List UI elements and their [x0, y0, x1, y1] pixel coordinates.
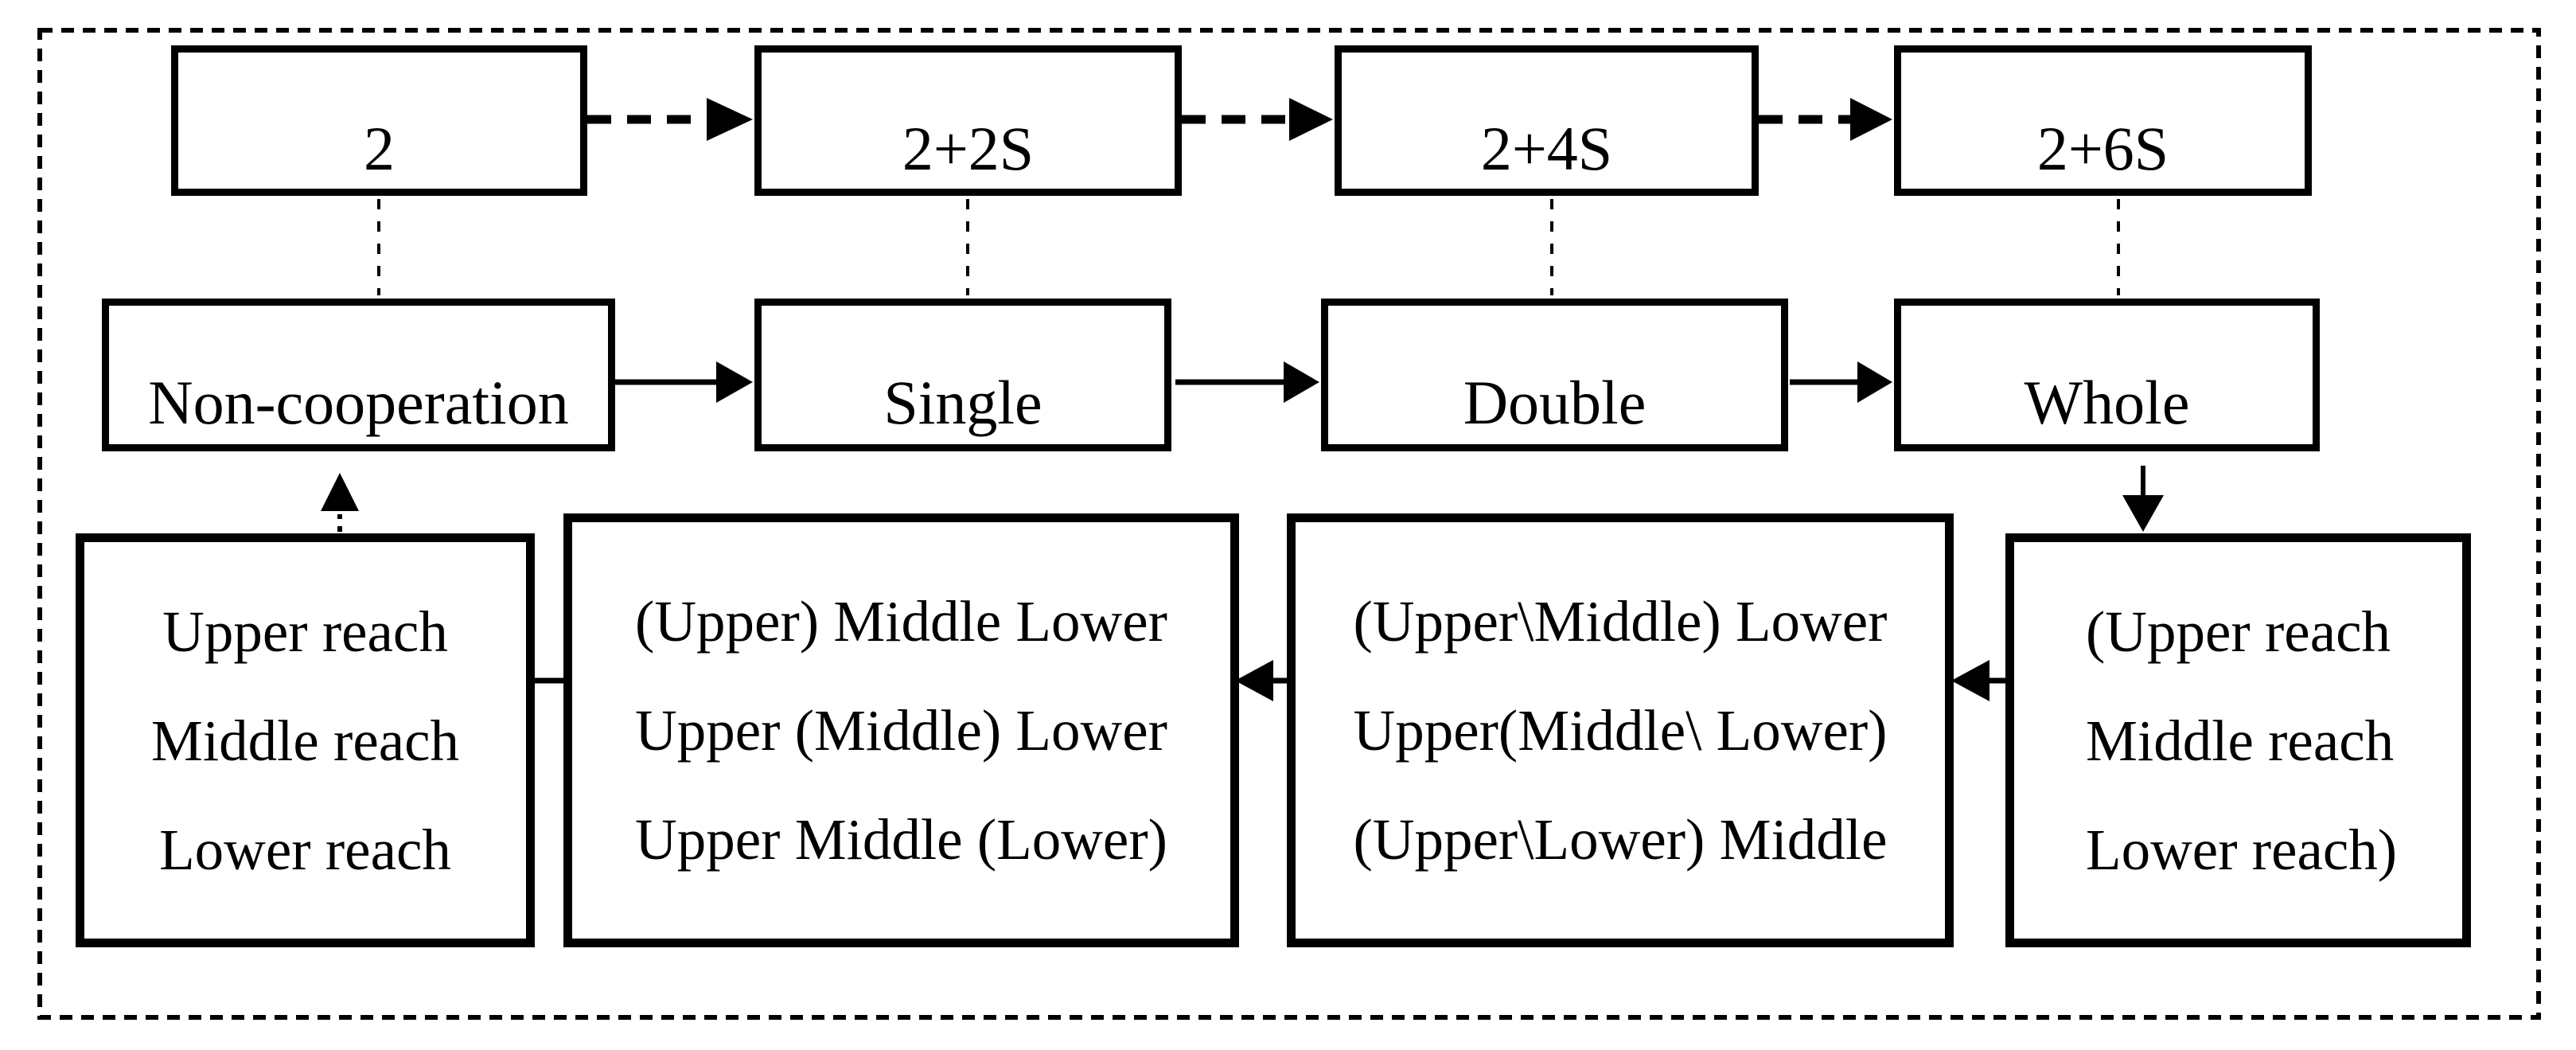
box-coalition-2-label: 2 [364, 113, 395, 183]
box-reaches-separate-line-3: Lower reach [159, 817, 451, 882]
box-stage-single: Single [754, 299, 1171, 451]
box-reaches-single-coalitions-line-3: Upper Middle (Lower) [635, 807, 1167, 872]
box-stage-noncooperation: Non-cooperation [102, 299, 615, 451]
box-stage-noncooperation-label: Non-cooperation [148, 368, 569, 437]
box-coalition-2plus4s: 2+4S [1335, 45, 1759, 196]
box-coalition-2plus4s-label: 2+4S [1480, 113, 1613, 183]
dashed-arrow-2plus4s-to-2plus6s-head [1850, 98, 1892, 141]
box-stage-whole: Whole [1894, 299, 2320, 451]
box-reaches-single-coalitions-line-2: Upper (Middle) Lower [635, 698, 1167, 763]
box-stage-whole-label: Whole [2024, 368, 2190, 437]
box-reaches-whole-coalition-line-3: Lower reach) [2086, 817, 2398, 882]
feedback-arrow-whole-to-double-head [1951, 660, 1989, 701]
box-reaches-whole-coalition-line-1: (Upper reach [2086, 599, 2391, 664]
outer-dashed-border [37, 28, 2541, 1020]
flow-arrow-noncooperation-to-single-head [716, 361, 753, 403]
dashed-arrow-2plus2s-to-2plus4s-head [1289, 98, 1333, 141]
box-reaches-whole-coalition-line-2: Middle reach [2086, 708, 2395, 773]
box-stage-double-label: Double [1463, 368, 1647, 437]
feedback-arrow-double-to-single-head [1235, 660, 1273, 701]
box-coalition-2plus2s: 2+2S [754, 45, 1182, 196]
box-reaches-double-coalitions-line-2: Upper(Middle\ Lower) [1353, 698, 1888, 763]
flow-arrow-single-to-double-head [1284, 361, 1319, 403]
box-reaches-single-coalitions: (Upper) Middle Lower Upper (Middle) Lowe… [563, 513, 1239, 947]
box-reaches-separate: Upper reach Middle reach Lower reach [76, 533, 535, 947]
box-coalition-2plus6s-label: 2+6S [2036, 113, 2169, 183]
whole-to-reaches-arrow-head [2122, 495, 2164, 532]
box-reaches-single-coalitions-line-1: (Upper) Middle Lower [635, 589, 1167, 654]
box-reaches-double-coalitions-line-1: (Upper\Middle) Lower [1353, 589, 1888, 654]
flow-arrow-double-to-whole-head [1857, 361, 1892, 403]
box-reaches-double-coalitions: (Upper\Middle) Lower Upper(Middle\ Lower… [1287, 513, 1954, 947]
box-coalition-2: 2 [171, 45, 587, 196]
box-reaches-whole-coalition: (Upper reach Middle reach Lower reach) [2005, 533, 2471, 947]
box-reaches-separate-line-1: Upper reach [162, 599, 448, 664]
box-reaches-separate-line-2: Middle reach [150, 708, 460, 773]
dashed-arrow-2-to-2plus2s-head [707, 98, 753, 141]
box-reaches-double-coalitions-line-3: (Upper\Lower) Middle [1353, 807, 1888, 872]
reaches-to-noncooperation-arrow-head [321, 473, 359, 511]
box-coalition-2plus2s-label: 2+2S [902, 113, 1035, 183]
box-coalition-2plus6s: 2+6S [1894, 45, 2312, 196]
box-stage-single-label: Single [883, 368, 1042, 437]
box-stage-double: Double [1321, 299, 1788, 451]
